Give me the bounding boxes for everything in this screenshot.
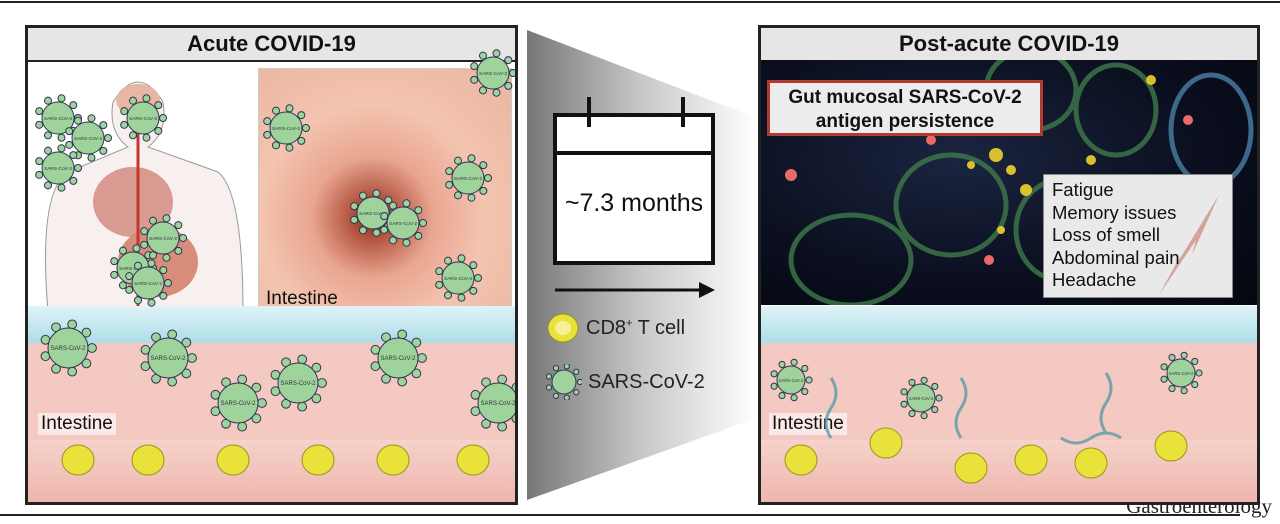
virus-particle-icon: SARS-CoV-2 xyxy=(770,358,813,402)
virus-particle-icon: SARS-CoV-2 xyxy=(445,154,493,202)
symptom-item: Abdominal pain xyxy=(1052,246,1180,268)
virus-particle-icon: SARS-CoV-2 xyxy=(210,374,267,432)
timeline-funnel xyxy=(527,30,757,500)
svg-text:SARS-CoV-2: SARS-CoV-2 xyxy=(220,401,256,407)
legend-t-cell-label: CD8+ T cell xyxy=(586,316,686,339)
acute-panel: Acute COVID-19 Intestine Intestine SARS-… xyxy=(25,25,518,505)
acute-title: Acute COVID-19 xyxy=(28,28,515,62)
svg-text:SARS-CoV-2: SARS-CoV-2 xyxy=(389,221,417,227)
virus-particle-icon: SARS-CoV-2 xyxy=(1160,351,1203,395)
tissue-intestine-label: Intestine xyxy=(38,413,116,435)
svg-text:SARS-CoV-2: SARS-CoV-2 xyxy=(280,381,316,387)
calendar-icon: ~7.3 months xyxy=(553,97,715,265)
symptom-item: Memory issues xyxy=(1052,201,1177,223)
virus-particle-icon: SARS-CoV-2 xyxy=(270,354,327,412)
legend-virus-label: SARS-CoV-2 xyxy=(588,370,705,393)
calendar-ring xyxy=(681,97,685,127)
mucus-layer xyxy=(28,306,515,346)
virus-particle-icon: SARS-CoV-2 xyxy=(120,94,168,142)
svg-text:SARS-CoV-2: SARS-CoV-2 xyxy=(1169,371,1194,376)
symptoms-box: Fatigue Memory issues Loss of smell Abdo… xyxy=(1043,174,1233,298)
post-acute-title: Post-acute COVID-19 xyxy=(761,28,1257,62)
t-cell-icon xyxy=(301,444,335,476)
svg-text:SARS-CoV-2: SARS-CoV-2 xyxy=(50,346,86,352)
svg-text:SARS-CoV-2: SARS-CoV-2 xyxy=(909,396,934,401)
symptom-item: Loss of smell xyxy=(1052,224,1160,245)
t-cell-icon xyxy=(954,452,988,484)
symptom-item: Fatigue xyxy=(1052,179,1114,200)
antigen-persistence-callout: Gut mucosal SARS-CoV-2 antigen persisten… xyxy=(767,80,1043,136)
post-acute-panel: Post-acute COVID-19 Gut mucosal SARS-CoV… xyxy=(758,25,1260,505)
svg-text:SARS-CoV-2: SARS-CoV-2 xyxy=(134,281,162,287)
mucus-layer xyxy=(761,306,1257,346)
symptom-item: Headache xyxy=(1052,269,1137,290)
virus-particle-icon: SARS-CoV-2 xyxy=(40,319,97,377)
svg-text:SARS-CoV-2: SARS-CoV-2 xyxy=(150,356,186,362)
virus-particle-icon: SARS-CoV-2 xyxy=(263,104,311,152)
virus-particle-icon: SARS-CoV-2 xyxy=(435,254,483,302)
virus-icon xyxy=(546,364,582,400)
t-cell-icon xyxy=(869,427,903,459)
t-cell-icon xyxy=(1014,444,1048,476)
virus-particle-icon: SARS-CoV-2 xyxy=(140,329,197,387)
svg-text:SARS-CoV-2: SARS-CoV-2 xyxy=(44,166,72,172)
svg-text:SARS-CoV-2: SARS-CoV-2 xyxy=(479,71,507,77)
svg-text:SARS-CoV-2: SARS-CoV-2 xyxy=(779,378,804,383)
svg-text:SARS-CoV-2: SARS-CoV-2 xyxy=(149,236,177,242)
virus-particle-icon: SARS-CoV-2 xyxy=(370,329,427,387)
virus-particle-icon: SARS-CoV-2 xyxy=(900,376,943,420)
svg-text:SARS-CoV-2: SARS-CoV-2 xyxy=(119,266,147,272)
t-cell-icon xyxy=(784,444,818,476)
virus-particle-icon: SARS-CoV-2 xyxy=(35,144,83,192)
human-body-illustration xyxy=(45,81,244,312)
virus-particle-icon: SARS-CoV-2 xyxy=(125,259,173,307)
frame-top-rule xyxy=(0,1,1280,3)
virus-particle-icon: SARS-CoV-2 xyxy=(140,214,188,262)
virus-particle-icon: SARS-CoV-2 xyxy=(350,189,398,237)
virus-particle-icon: SARS-CoV-2 xyxy=(470,374,516,432)
svg-text:SARS-CoV-2: SARS-CoV-2 xyxy=(454,176,482,182)
virus-particle-icon: SARS-CoV-2 xyxy=(380,199,428,247)
svg-text:SARS-CoV-2: SARS-CoV-2 xyxy=(44,116,72,122)
t-cell-icon xyxy=(1074,447,1108,479)
t-cell-icon xyxy=(131,444,165,476)
acute-virus-layer: SARS-CoV-2SARS-CoV-2SARS-CoV-2SARS-CoV-2… xyxy=(35,49,516,476)
svg-text:SARS-CoV-2: SARS-CoV-2 xyxy=(444,276,472,282)
legend-t-cell: CD8+ T cell xyxy=(546,312,685,344)
inset-intestine-label: Intestine xyxy=(266,288,338,309)
svg-text:SARS-CoV-2: SARS-CoV-2 xyxy=(129,116,157,122)
lamina-propria xyxy=(28,440,515,502)
svg-text:SARS-CoV-2: SARS-CoV-2 xyxy=(74,136,102,142)
callout-line-1: Gut mucosal SARS-CoV-2 xyxy=(788,87,1022,108)
lightning-icon xyxy=(1159,195,1219,295)
legend-virus: SARS-CoV-2 xyxy=(546,364,705,400)
virus-particle-icon: SARS-CoV-2 xyxy=(65,114,113,162)
svg-text:SARS-CoV-2: SARS-CoV-2 xyxy=(359,211,387,217)
t-cell-icon xyxy=(216,444,250,476)
t-cell-icon xyxy=(376,444,410,476)
calendar-header xyxy=(557,117,711,155)
svg-text:SARS-CoV-2: SARS-CoV-2 xyxy=(480,401,516,407)
frame-bottom-rule xyxy=(0,514,1240,516)
svg-text:SARS-CoV-2: SARS-CoV-2 xyxy=(272,126,300,132)
callout-line-2: antigen persistence xyxy=(815,111,995,132)
calendar-ring xyxy=(587,97,591,127)
duration-text: ~7.3 months xyxy=(564,189,704,217)
t-cell-icon xyxy=(61,444,95,476)
t-cell-icon xyxy=(1154,430,1188,462)
t-cell-icon xyxy=(547,313,579,343)
virus-particle-icon: SARS-CoV-2 xyxy=(470,49,515,97)
virus-particle-icon xyxy=(546,364,582,400)
svg-text:SARS-CoV-2: SARS-CoV-2 xyxy=(380,356,416,362)
time-arrow-icon xyxy=(555,282,715,298)
t-cell-icon xyxy=(456,444,490,476)
